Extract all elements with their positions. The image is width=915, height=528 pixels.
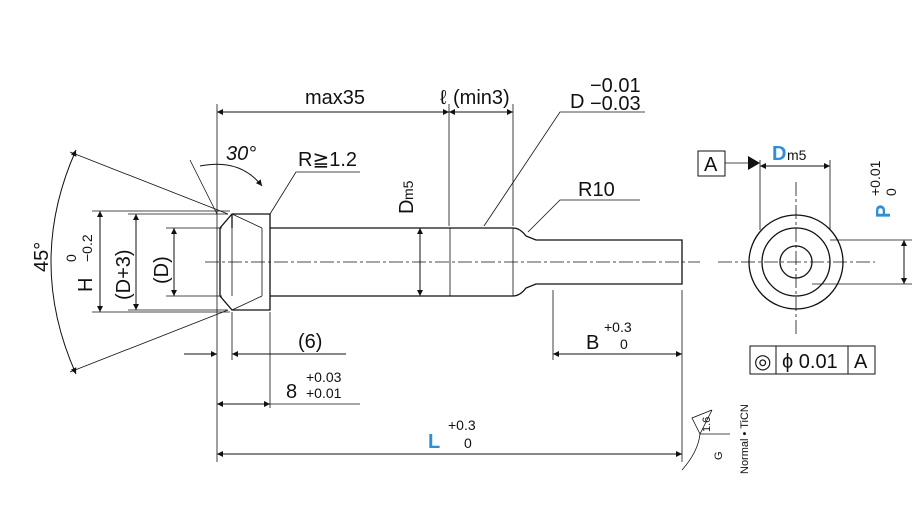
label-phi-value: ϕ 0.01 <box>782 351 838 373</box>
label-eight-tol-upper: +0.03 <box>306 369 342 385</box>
angle45-arc <box>50 149 77 375</box>
head-cone-bottom <box>231 295 263 311</box>
concentricity-icon: ◎ <box>754 351 771 373</box>
head-cone-top <box>231 213 263 229</box>
label-d-paren: (D) <box>151 256 173 284</box>
shank-outline <box>270 227 683 297</box>
label-p: P <box>873 205 895 218</box>
label-h-tol-lower: −0.2 <box>79 234 95 262</box>
label-min3: (min3) <box>453 87 510 109</box>
label-p-tol-lower: 0 <box>883 188 899 196</box>
leader-r-min <box>269 171 360 215</box>
gtol-frame <box>749 345 876 375</box>
label-l-tol-upper: +0.3 <box>448 417 476 433</box>
label-dm5-right-main: D <box>772 143 786 165</box>
end-mid-circle <box>761 227 831 297</box>
end-inner-circle <box>779 245 813 279</box>
angle30-arc <box>199 163 263 187</box>
label-dm5-main: D <box>396 200 418 214</box>
datum-triangle <box>748 156 760 170</box>
label-d-tol-upper: −0.01 <box>590 75 641 97</box>
label-b-tol-upper: +0.3 <box>604 319 632 335</box>
label-datum-a: A <box>704 154 718 176</box>
leader-r10 <box>527 199 640 233</box>
label-b-tol-lower: 0 <box>620 336 628 352</box>
angle45-ray-bottom <box>69 309 229 373</box>
label-max35: max35 <box>305 87 365 109</box>
leader-d <box>483 111 645 227</box>
label-r10: R10 <box>578 179 615 201</box>
label-h: H <box>75 278 97 292</box>
end-outer-circle <box>748 214 844 310</box>
label-p-tol-upper: +0.01 <box>867 160 883 196</box>
label-l-tol-lower: 0 <box>464 435 472 451</box>
label-eight: 8 <box>286 381 297 403</box>
label-surface-g: G <box>713 451 725 460</box>
label-b: B <box>586 332 599 354</box>
label-angle30: 30° <box>226 143 256 165</box>
angle45-ray-top <box>69 151 229 215</box>
label-r-min: R≧1.2 <box>298 149 357 171</box>
label-surface-value: 1.6 <box>701 417 713 432</box>
label-ell: ℓ <box>440 87 447 109</box>
datum-a-box <box>697 150 726 177</box>
label-surface-note: Normal • TiCN <box>739 404 751 474</box>
label-dm5-right-sub: m5 <box>787 147 807 163</box>
label-d-plus3: (D+3) <box>113 249 135 300</box>
label-d-tol-lower: −0.03 <box>590 93 641 115</box>
label-l: L <box>428 431 440 453</box>
angle30-ref <box>189 159 218 215</box>
label-angle45: 45° <box>31 242 53 272</box>
label-h-tol-upper: 0 <box>63 254 79 262</box>
surface-finish-symbol <box>681 409 730 471</box>
label-datum-ref: A <box>854 351 868 373</box>
label-eight-tol-lower: +0.01 <box>306 385 342 401</box>
label-dm5-sub: m5 <box>400 180 416 200</box>
label-d-letter: D <box>570 91 584 113</box>
label-six: (6) <box>298 331 322 353</box>
